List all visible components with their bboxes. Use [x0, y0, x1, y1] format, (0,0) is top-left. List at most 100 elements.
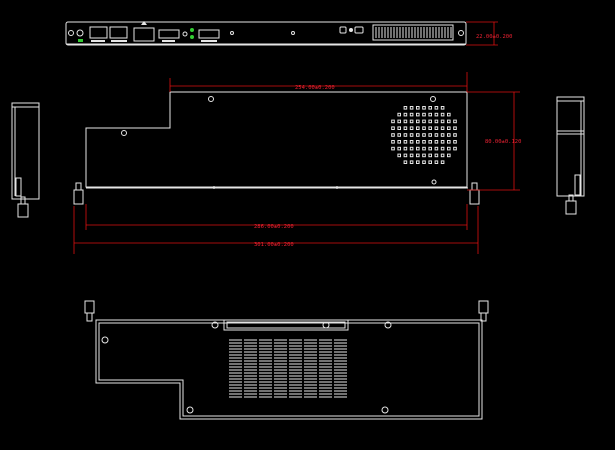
pinhole-2	[291, 31, 295, 35]
fan-hole	[409, 106, 414, 110]
fan-hole	[409, 146, 414, 151]
fan-hole	[434, 133, 439, 137]
fan-hole	[416, 112, 420, 117]
fan-hole	[440, 140, 445, 144]
fan-hole	[409, 160, 414, 164]
ethernet-port	[133, 27, 155, 42]
board-hole-4	[431, 179, 437, 185]
indicator-led-green-2	[190, 35, 194, 39]
reset-button	[339, 26, 347, 34]
fan-hole	[447, 133, 451, 137]
fan-hole	[397, 112, 401, 117]
right-end-screw	[565, 200, 577, 215]
power-led-icon	[78, 39, 83, 42]
fan-hole	[416, 119, 420, 124]
fan-hole	[440, 119, 445, 124]
fan-hole	[434, 126, 439, 131]
fan-hole	[447, 119, 451, 124]
fan-hole	[397, 140, 401, 144]
dot-indicator	[349, 28, 353, 32]
fan-hole	[409, 119, 414, 124]
right-end-view	[556, 96, 585, 215]
fan-hole	[447, 112, 451, 117]
hdmi-label-1	[162, 40, 175, 42]
fan-hole	[391, 146, 395, 151]
bottom-hole-6	[381, 406, 389, 414]
dimension-overall-length: 301.00±0.200	[73, 206, 479, 254]
left-end-view	[11, 102, 40, 218]
bottom-hole-3	[384, 321, 392, 329]
bottom-hole-2	[322, 321, 330, 329]
fan-hole	[416, 140, 420, 144]
indicator-led-green-1	[190, 28, 194, 32]
bottom-screw-left	[84, 300, 95, 314]
fan-hole	[403, 126, 408, 131]
usb-label-1	[91, 40, 105, 42]
fan-hole	[391, 126, 395, 131]
fan-hole	[453, 140, 457, 144]
fan-hole	[434, 112, 439, 117]
panel-screw-right	[458, 30, 464, 36]
fan-hole	[391, 140, 395, 144]
fan-hole	[428, 112, 432, 117]
front-vent-grille	[372, 24, 454, 41]
hdmi-label-2	[201, 40, 217, 42]
fan-hole	[416, 133, 420, 137]
fan-hole	[422, 119, 426, 124]
fan-hole	[409, 133, 414, 137]
usb-port-1	[89, 26, 108, 39]
side-view	[73, 91, 480, 205]
fan-hole	[440, 133, 445, 137]
fan-hole	[416, 160, 420, 164]
overall-length-label: 301.00±0.200	[254, 242, 294, 248]
fan-hole	[416, 146, 420, 151]
fan-hole	[403, 133, 408, 137]
bottom-view	[84, 300, 489, 420]
fan-hole	[416, 106, 420, 110]
usb-label-2	[111, 40, 127, 42]
fan-hole	[434, 106, 439, 110]
left-end-screw	[17, 203, 29, 218]
fan-hole	[434, 119, 439, 124]
fan-hole	[447, 140, 451, 144]
fan-hole	[403, 146, 408, 151]
bottom-hole-4	[101, 336, 109, 344]
fan-hole	[453, 133, 457, 137]
hdmi-port-2	[198, 29, 220, 39]
bottom-screw-right	[478, 300, 489, 314]
board-hole-1	[208, 96, 214, 102]
bottom-connector-strip	[223, 319, 349, 331]
fan-hole	[409, 153, 414, 158]
fan-hole	[391, 133, 395, 137]
fan-hole	[422, 112, 426, 117]
fan-hole	[422, 140, 426, 144]
fan-hole	[440, 106, 445, 110]
fan-hole	[391, 119, 395, 124]
screw-right-head	[471, 182, 478, 191]
board-hole-2	[430, 96, 436, 102]
fan-hole	[403, 119, 408, 124]
fan-hole	[409, 112, 414, 117]
right-end-outline	[556, 96, 585, 197]
board-top-length-label: 254.00±0.200	[295, 85, 335, 91]
fan-hole	[428, 140, 432, 144]
board-height-label: 80.00±0.120	[485, 139, 521, 145]
fan-hole	[434, 140, 439, 144]
fan-hole	[440, 146, 445, 151]
bottom-plate-outline	[95, 319, 483, 420]
fan-hole	[440, 160, 445, 164]
board-hole-3	[121, 130, 127, 136]
front-panel-outline	[65, 21, 467, 46]
heatsink-grille	[229, 339, 347, 398]
fan-hole	[403, 140, 408, 144]
fan-hole	[428, 106, 432, 110]
fan-hole	[440, 126, 445, 131]
fan-hole	[422, 160, 426, 164]
power-button-icon	[76, 29, 84, 37]
fan-hole	[397, 153, 401, 158]
fan-hole	[422, 126, 426, 131]
fan-hole	[403, 112, 408, 117]
fan-hole	[434, 146, 439, 151]
network-icon	[141, 21, 147, 25]
dimension-board-top-length: 254.00±0.200	[169, 72, 468, 92]
